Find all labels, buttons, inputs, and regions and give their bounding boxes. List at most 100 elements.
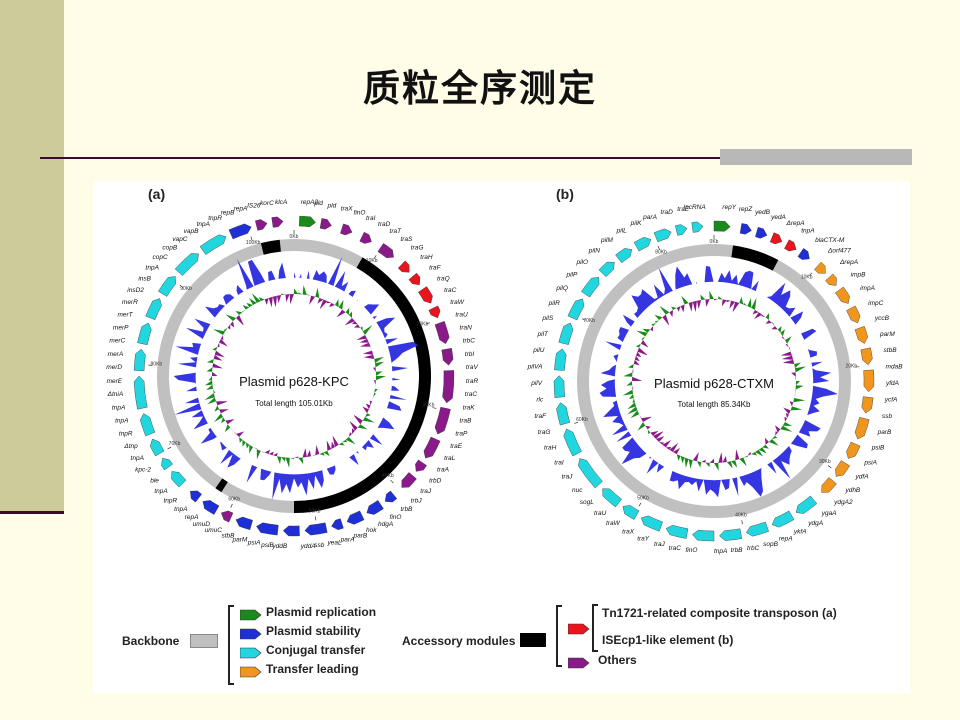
gene-label: merT — [117, 311, 133, 318]
slide-side-line — [0, 511, 64, 514]
gene-label: pld — [327, 202, 337, 209]
title-rule-block — [720, 149, 912, 165]
legend-arrow-icon — [567, 620, 590, 639]
gene-label: merR — [122, 299, 138, 306]
legend-backbone-swatch — [190, 634, 218, 648]
slide-title: 质粒全序测定 — [363, 67, 597, 110]
gene-label: tnpA — [146, 265, 159, 272]
gene-label: ΔrepA — [839, 259, 858, 266]
gene-label: traJ — [420, 488, 432, 495]
gene-arrow — [861, 396, 874, 414]
gene-label: insB — [138, 275, 151, 282]
gene-label: finO — [354, 210, 366, 217]
tick-label: 50Kb — [637, 495, 649, 501]
gene-label: tnpA — [115, 418, 128, 425]
gene-arrow — [190, 490, 202, 503]
gene-label: tnpA — [197, 221, 210, 228]
legend-item-label: Plasmid stability — [266, 624, 361, 638]
gene-label: traE — [450, 443, 463, 450]
gene-arrow — [814, 261, 826, 274]
panel-a-gene-arcs — [133, 215, 455, 537]
gene-label: vapB — [184, 228, 199, 235]
gene-arrow — [161, 457, 173, 471]
gene-arrow — [346, 510, 365, 525]
tick-label: 60Kb — [228, 496, 240, 502]
legend-item-label: Conjugal transfer — [266, 643, 366, 657]
gene-label: Δtnp — [123, 443, 138, 450]
gene-label: repZ — [739, 206, 753, 213]
gene-label: ygaA — [821, 510, 837, 517]
legend-item-label: Transfer leading — [266, 662, 359, 676]
gene-label: merP — [113, 324, 129, 331]
gene-label: yddA — [300, 543, 316, 550]
gene-label: klcA — [275, 199, 287, 206]
legend-arrow-icon — [567, 654, 590, 673]
gene-label: kpc-2 — [135, 467, 151, 474]
gene-label: ydgA2 — [833, 499, 853, 506]
gene-label: parA — [340, 537, 355, 544]
gene-arrow — [846, 305, 861, 324]
gene-label: tnpR — [119, 431, 133, 438]
gene-arrow — [256, 522, 279, 536]
gene-arrow — [784, 239, 797, 252]
gene-arrow — [769, 232, 783, 245]
gene-label: trbB — [400, 506, 413, 513]
gene-label: stbB — [221, 532, 235, 539]
gene-label: merA — [108, 351, 124, 358]
gene-arrow — [418, 286, 433, 304]
tick-label: 0Kb — [710, 239, 719, 245]
gene-label: traW — [606, 520, 621, 527]
gene-label: parM — [231, 537, 247, 544]
gene-label: pld — [313, 200, 323, 207]
gene-label: ssb — [882, 413, 893, 420]
gene-arrow — [719, 528, 743, 541]
gene-label: tnpA — [154, 488, 167, 495]
gene-label: pilV — [530, 380, 543, 387]
gene-label: traC — [444, 287, 457, 294]
gene-arrow — [235, 516, 253, 531]
gene-arrow — [640, 515, 663, 532]
gene-label: traH — [420, 254, 433, 261]
gene-label: ydfA — [855, 474, 869, 481]
gene-label: psiA — [247, 540, 261, 547]
gene-label: pilP — [565, 272, 578, 279]
gene-label: pilS — [541, 315, 554, 322]
gene-label: traI — [554, 460, 564, 467]
gene-label: IS26 — [247, 202, 261, 209]
gene-label: pilN — [588, 247, 601, 254]
tick-label: 0Kb — [290, 234, 299, 240]
gene-label: pilL — [616, 228, 628, 235]
gene-label: ydgA — [807, 520, 823, 527]
gene-label: traP — [455, 431, 468, 438]
gene-arrow — [397, 260, 410, 273]
gene-label: parA — [642, 214, 657, 221]
gene-label: stbB — [884, 347, 898, 354]
gene-arrow — [282, 525, 300, 537]
gene-label: finO — [390, 514, 402, 521]
gene-label: psiB — [871, 445, 885, 452]
gene-arrow — [835, 286, 850, 304]
gene-label: traK — [463, 405, 476, 412]
plasmid-maps-svg: (a) Plasmid p628-KPC Total length 105.01… — [106, 186, 904, 555]
gene-label: tnpA — [131, 455, 144, 462]
gene-label: umuC — [205, 527, 223, 534]
tick-label: 60Kb — [576, 417, 588, 423]
gene-label: merC — [109, 337, 125, 344]
gene-label: yddB — [271, 543, 287, 550]
gene-label: yedB — [754, 209, 770, 216]
panel-b-map: (b) Plasmid p628-CTXM Total length 85.34… — [527, 186, 904, 555]
gene-label: trbI — [465, 351, 475, 358]
tick-label: 70Kb — [583, 318, 595, 324]
gene-label: umuD — [193, 521, 211, 528]
gene-label: impC — [868, 300, 883, 307]
gene-arrow — [825, 273, 837, 286]
gene-label: blaCTX-M — [815, 237, 845, 244]
gene-label: pilK — [630, 220, 643, 227]
gene-label: ble — [150, 477, 159, 484]
legend-accessory-bracket — [556, 605, 562, 667]
gene-label: merD — [106, 364, 122, 371]
gene-arrow — [149, 438, 165, 457]
panel-a-letter: (a) — [148, 186, 165, 202]
gene-label: repB — [221, 210, 235, 217]
